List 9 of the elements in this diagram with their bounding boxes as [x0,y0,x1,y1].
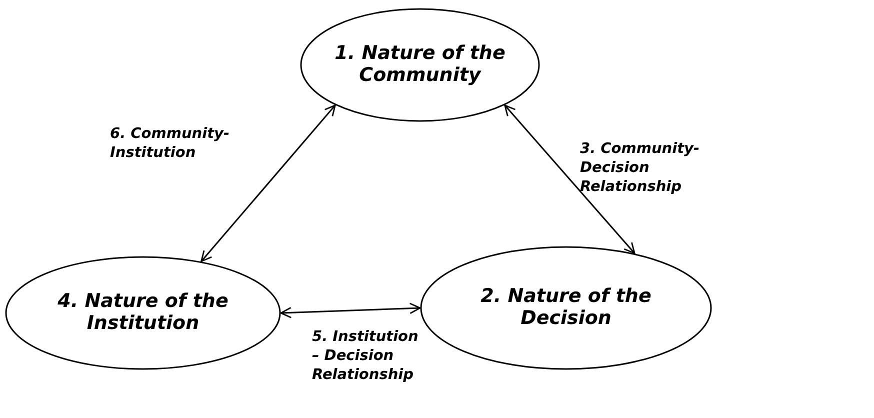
node-title: 2. Nature of the Decision [480,286,652,330]
double-arrow [280,302,421,318]
edge-label: 6. Community-Institution [110,125,230,163]
node-title: 1. Nature of the Community [334,43,506,87]
node-title: 4. Nature of the Institution [56,291,230,335]
double-arrow [200,104,336,262]
edge-label: 5. Institution – Decision Relationship [312,328,420,385]
edge-label: 3. Community-Decision Relationship [580,140,700,197]
double-arrow [504,104,636,254]
